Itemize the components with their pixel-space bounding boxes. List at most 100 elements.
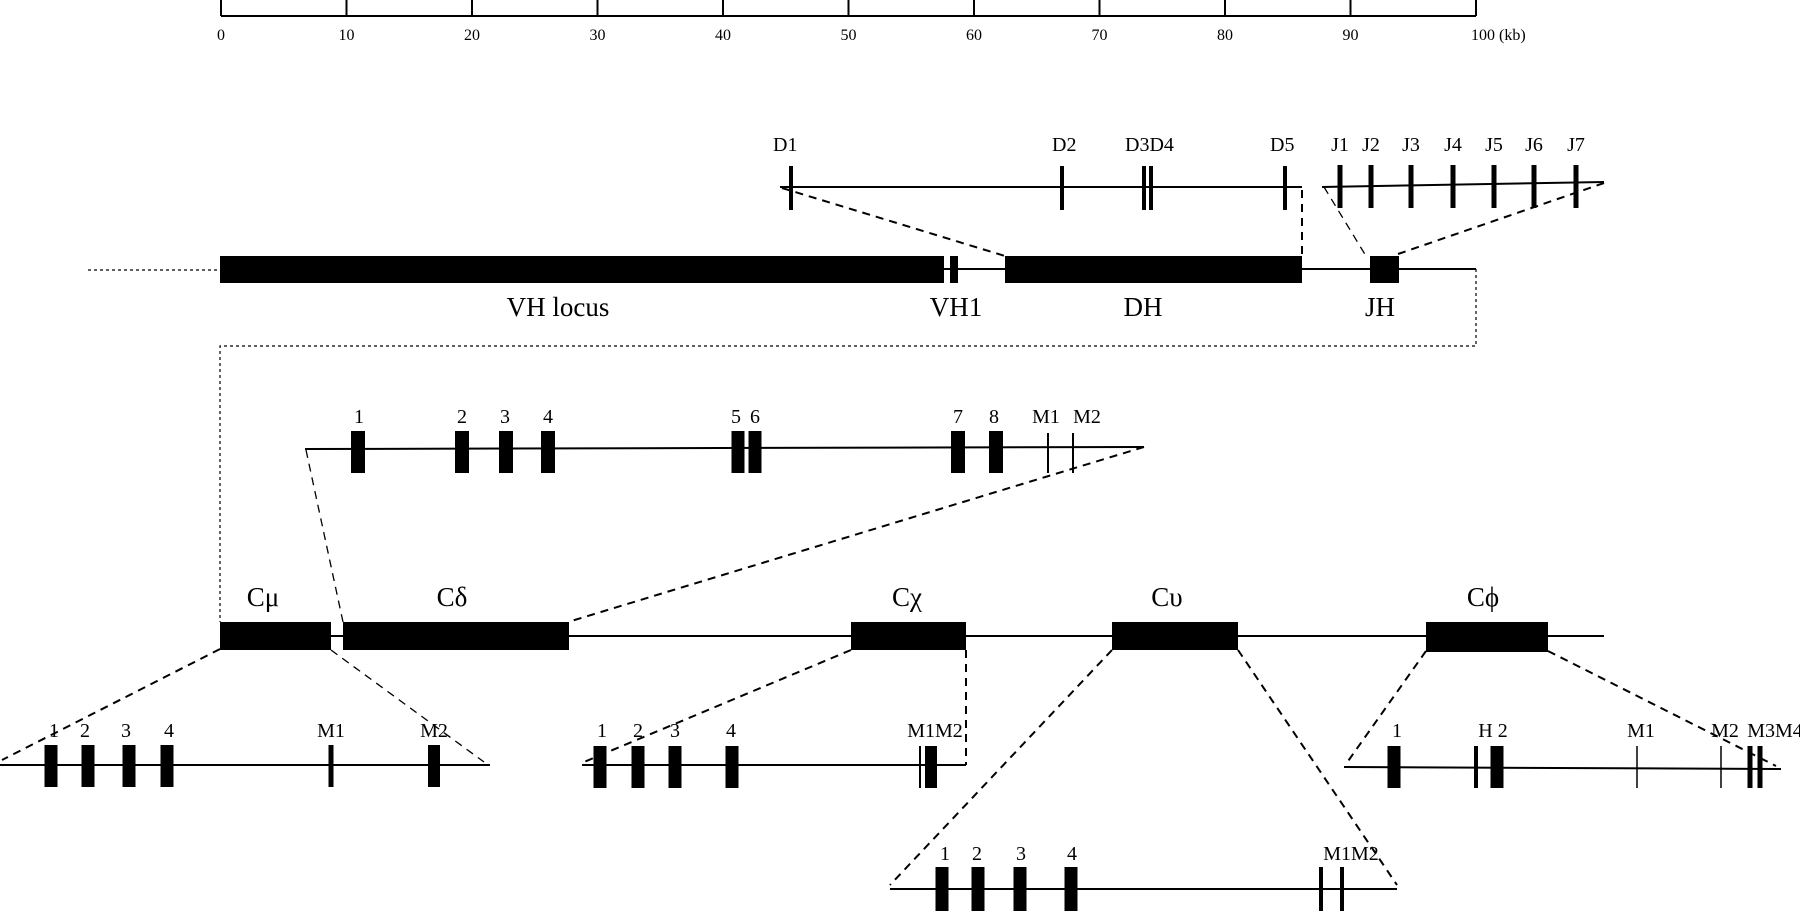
c-phi-block [1426, 622, 1548, 652]
exon-label: 5 [731, 406, 741, 428]
d-segment-mark [789, 166, 793, 210]
c-delta-zoom-connector-left [305, 449, 344, 623]
exon-label: M1M2 [907, 720, 963, 742]
exon-mark [1319, 867, 1323, 911]
c-chi-expansion: 1 2 3 4 M1M2 [582, 649, 967, 788]
exon-label: 1 [1392, 720, 1402, 742]
j-segment-mark [1573, 165, 1579, 208]
c-phi-zoom-connector-left [1345, 650, 1427, 765]
d-label-d5: D5 [1270, 134, 1294, 156]
j-segment-label: J4 [1444, 134, 1462, 156]
exon-mark [1636, 746, 1638, 788]
scale-tick-label: 50 [841, 27, 857, 44]
j-segment-label: J7 [1567, 134, 1585, 156]
j-segment-label: J5 [1485, 134, 1503, 156]
exon-mark [1387, 746, 1401, 788]
d-label-d2: D2 [1052, 134, 1076, 156]
exon-label: 4 [543, 406, 553, 428]
j-segment-mark [1337, 165, 1343, 208]
exon-label: 3 [670, 720, 680, 742]
j-segment-mark [1450, 165, 1456, 208]
exon-label: M2 [1711, 720, 1739, 742]
c-phi-label: Cϕ [1467, 582, 1499, 612]
vh-locus-block [220, 256, 944, 283]
exon-mark [122, 745, 136, 787]
d-label-d3d4: D3D4 [1125, 134, 1174, 156]
exon-mark [455, 431, 469, 473]
c-delta-label: Cδ [437, 582, 468, 612]
dh-zoom-connector-left [781, 187, 1006, 257]
exon-mark [1047, 433, 1049, 473]
d-segment-mark [1060, 166, 1064, 210]
exon-mark [44, 745, 58, 787]
exon-mark [1072, 433, 1074, 473]
exon-label: M1 [1032, 406, 1060, 428]
dh-block [1005, 256, 1302, 283]
exon-label: 3 [1016, 843, 1026, 865]
exon-label: 2 [633, 720, 643, 742]
exon-mark [919, 746, 921, 788]
exon-mark [541, 431, 555, 473]
exon-mark [1747, 746, 1753, 788]
vh1-label: VH1 [930, 292, 983, 322]
exon-mark [1064, 867, 1078, 911]
exon-label: 1 [597, 720, 607, 742]
exon-mark [989, 431, 1003, 473]
exon-mark [748, 431, 762, 473]
c-mu-block [220, 622, 331, 650]
exon-label: 2 [457, 406, 467, 428]
exon-mark [160, 745, 174, 787]
exon-label: 3 [500, 406, 510, 428]
d-label-d1: D1 [773, 134, 797, 156]
vdj-locus: VH locus VH1 DH JH [88, 256, 1477, 622]
exon-label: 1 [940, 843, 950, 865]
exon-label: 4 [726, 720, 736, 742]
exon-label: 6 [750, 406, 760, 428]
scale-tick-label: 0 [217, 27, 225, 44]
scale-tick-label: 40 [715, 27, 731, 44]
j-segment-mark [1491, 165, 1497, 208]
exon-label: 4 [164, 720, 174, 742]
exon-label: 8 [989, 406, 999, 428]
d-segment-mark [1142, 166, 1146, 210]
exon-mark [593, 746, 607, 788]
scale-tick-label: 70 [1092, 27, 1108, 44]
exon-mark [1340, 867, 1344, 911]
scale-tick-label: 60 [966, 27, 982, 44]
c-delta-block [343, 622, 569, 650]
j-segment-line [1321, 181, 1605, 188]
exon-label: 3 [121, 720, 131, 742]
exon-mark [951, 431, 965, 473]
exon-label: M1 [1627, 720, 1655, 742]
exon-mark [935, 867, 949, 911]
j-segment-label: J2 [1362, 134, 1380, 156]
exon-mark [351, 431, 365, 473]
c-delta-exon-line [304, 446, 1145, 450]
c-chi-block [851, 622, 966, 650]
jh-zoom-connector-right [1397, 182, 1605, 255]
scale-tick-label: 30 [590, 27, 606, 44]
c-phi-zoom-connector-right [1547, 650, 1777, 767]
j-segment-mark [1531, 165, 1537, 208]
jh-block [1370, 256, 1399, 283]
c-upsilon-zoom-connector-right [1237, 649, 1398, 886]
exon-mark [499, 431, 513, 473]
j-segment-label: J6 [1525, 134, 1543, 156]
exon-label: 1 [354, 406, 364, 428]
scale-tick-label: 10 [339, 27, 355, 44]
d-segment-mark [1283, 166, 1287, 210]
c-mu-zoom-connector-left [1, 648, 221, 761]
exon-label: M1 [317, 720, 345, 742]
vh1-block [950, 256, 958, 283]
c-upsilon-zoom-connector-left [889, 649, 1113, 886]
dh-label: DH [1124, 292, 1163, 322]
exon-mark [1757, 746, 1763, 788]
scale-tick-label: 90 [1343, 27, 1359, 44]
exon-mark [1013, 867, 1027, 911]
